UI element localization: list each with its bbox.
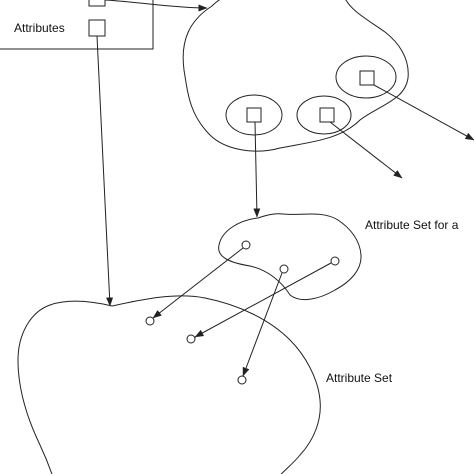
middle-blob [218,213,362,301]
middle-point-3 [330,256,340,266]
lower-point-1 [145,316,155,326]
slot-middle [319,107,335,123]
attribute-set-label: Attribute Set [326,371,393,385]
map-arrow-3 [194,262,332,338]
attributes-label: Attributes [14,21,65,35]
arrow-right-out [373,84,474,141]
lower-blob [17,295,321,474]
arrow-top-to-blob [104,0,208,12]
middle-point-1 [241,240,251,250]
map-arrow-1 [152,247,244,319]
arrow-attributes-down [96,35,114,307]
map-arrow-2 [242,272,283,377]
middle-point-2 [279,264,289,274]
attributes-slot [88,19,106,37]
object-box [0,0,154,50]
arrow-middle-out [329,121,403,179]
ellipse-middle [296,95,352,135]
ellipse-right [335,55,397,99]
attribute-set-for-label: Attribute Set for a [365,218,459,232]
ellipse-left [225,94,283,136]
upper-blob [182,0,409,152]
object-slot-top [88,0,106,7]
lower-point-2 [186,334,196,344]
slot-right [359,70,375,86]
arrow-left-down [253,121,261,218]
slot-left [246,107,262,123]
lower-point-3 [237,375,247,385]
